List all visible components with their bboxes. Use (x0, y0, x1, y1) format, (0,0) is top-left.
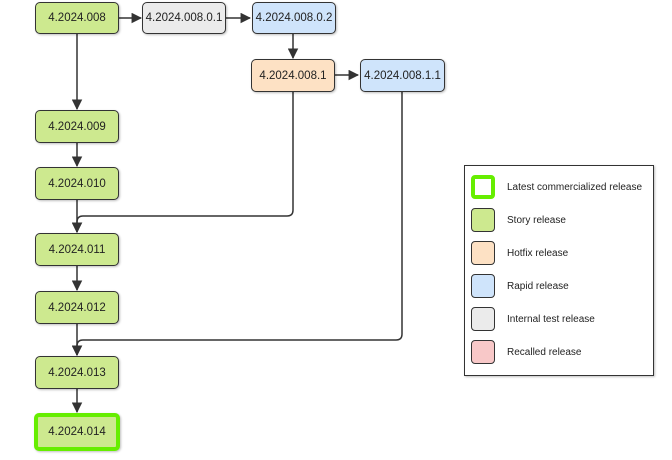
legend-label: Latest commercialized release (507, 181, 643, 193)
edge-008-1-1-to-013 (71, 92, 403, 357)
legend-label: Story release (507, 214, 566, 226)
legend-item-hotfix: Hotfix release (471, 240, 568, 266)
legend-swatch-hotfix (471, 241, 495, 265)
legend-item-story: Story release (471, 207, 566, 233)
node-4-2024-014[interactable]: 4.2024.014 (34, 413, 120, 451)
node-4-2024-008-1[interactable]: 4.2024.008.1 (251, 59, 335, 92)
legend-label: Recalled release (507, 346, 582, 358)
legend-swatch-story (471, 208, 495, 232)
node-4-2024-008-1-1[interactable]: 4.2024.008.1.1 (360, 59, 445, 92)
legend-swatch-recalled (471, 340, 495, 364)
legend: Latest commercialized release Story rele… (464, 165, 654, 376)
node-4-2024-013[interactable]: 4.2024.013 (35, 356, 119, 389)
legend-item-internal: Internal test release (471, 306, 595, 332)
node-4-2024-010[interactable]: 4.2024.010 (35, 167, 119, 200)
legend-label: Internal test release (507, 313, 595, 325)
node-4-2024-012[interactable]: 4.2024.012 (35, 291, 119, 324)
legend-item-latest: Latest commercialized release (471, 174, 642, 200)
legend-swatch-internal (471, 307, 495, 331)
node-4-2024-008-0-2[interactable]: 4.2024.008.0.2 (252, 2, 336, 34)
legend-item-rapid: Rapid release (471, 273, 569, 299)
node-4-2024-008[interactable]: 4.2024.008 (35, 2, 119, 34)
legend-swatch-rapid (471, 274, 495, 298)
node-4-2024-008-0-1[interactable]: 4.2024.008.0.1 (142, 2, 226, 34)
edge-008-1-to-011 (71, 92, 294, 234)
node-4-2024-011[interactable]: 4.2024.011 (35, 233, 119, 266)
legend-swatch-latest (471, 175, 495, 199)
legend-label: Rapid release (507, 280, 569, 292)
legend-label: Hotfix release (507, 247, 569, 259)
legend-item-recalled: Recalled release (471, 339, 582, 365)
node-4-2024-009[interactable]: 4.2024.009 (35, 110, 119, 143)
